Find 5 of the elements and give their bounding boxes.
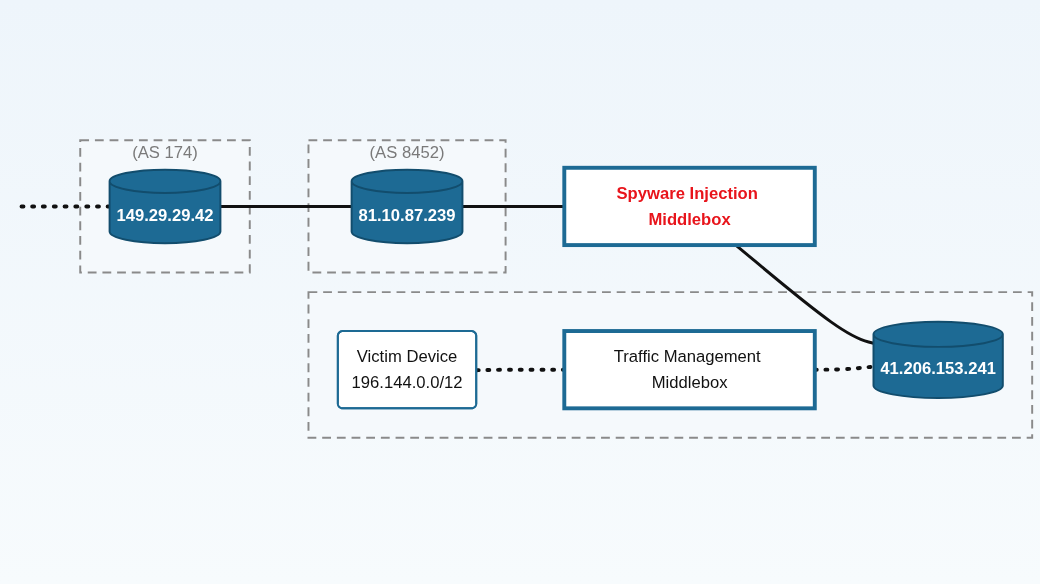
node-box: Traffic Management Middlebox: [562, 329, 817, 411]
connector: [19, 204, 112, 209]
connector: [220, 204, 352, 208]
cluster: [307, 291, 1034, 439]
node-box: Spyware Injection Middlebox: [562, 165, 817, 248]
